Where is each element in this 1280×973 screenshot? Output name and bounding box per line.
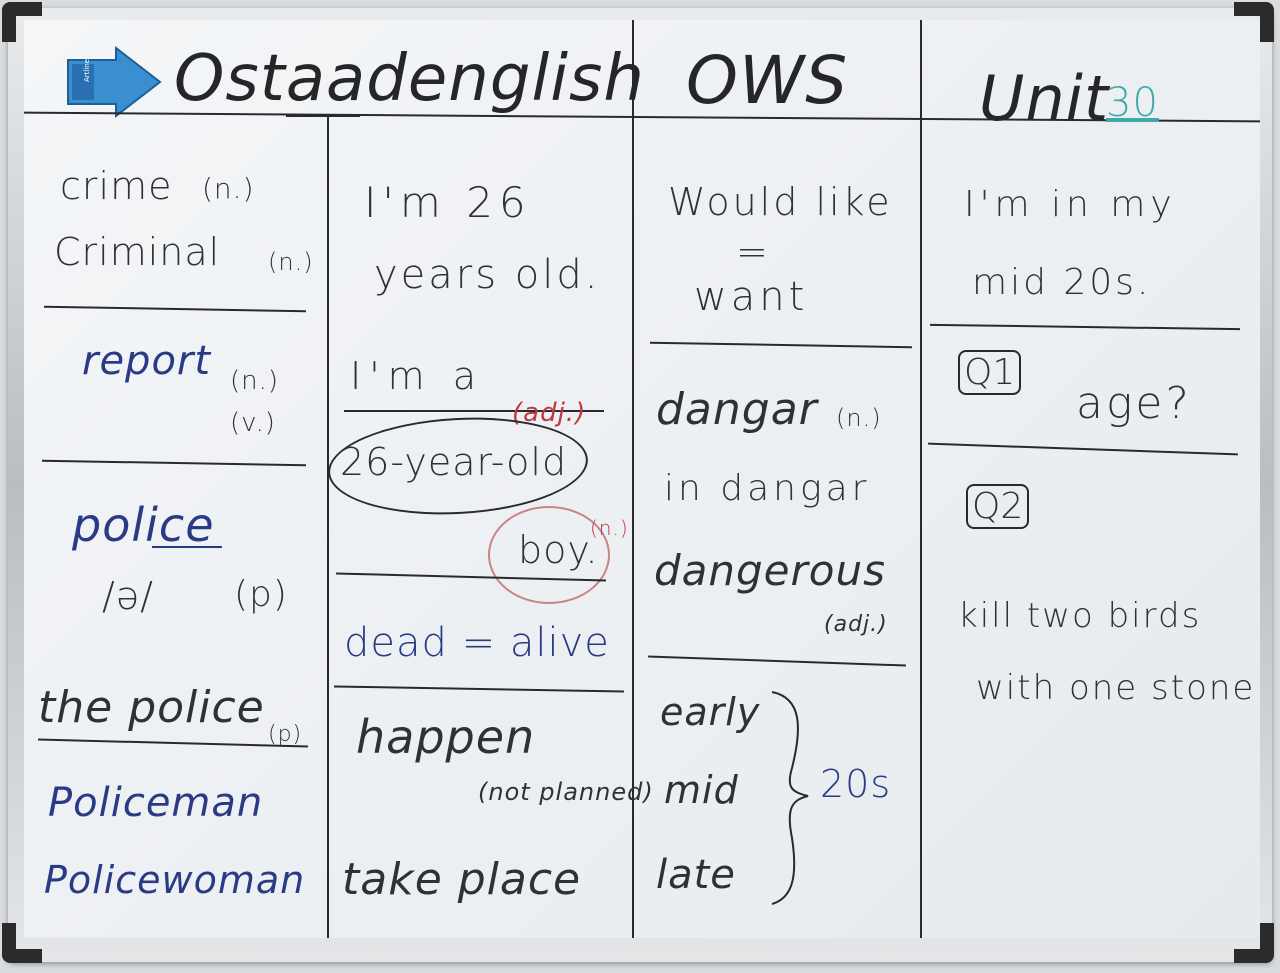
phonetic-schwa: /ə/ [102, 574, 154, 618]
not-planned-note: (not planned) [478, 778, 654, 806]
whiteboard-surface: Artline Ostaadenglish OWS Unit 30 crime … [24, 20, 1260, 938]
antonym-dead-alive: dead = alive [344, 620, 610, 666]
word-early: early [660, 690, 761, 734]
word-happen: happen [356, 710, 536, 764]
dangerous-pos: (adj.) [824, 612, 888, 637]
sentence-im-a: I'm a [350, 354, 485, 398]
question-1-label: Q1 [958, 350, 1022, 395]
phrase-take-place: take place [342, 854, 582, 905]
board-title: Ostaadenglish [174, 42, 645, 116]
word-policeman: Policeman [48, 780, 264, 826]
question-1-text: age? [1076, 378, 1192, 429]
sentence-years-old: years old. [374, 252, 601, 298]
col3-divider-1 [650, 341, 912, 349]
boy-noun-label: (n.) [590, 516, 629, 540]
col4-divider-1 [930, 323, 1240, 331]
blank-line [344, 410, 604, 412]
the-police-plural-mark: (p) [268, 722, 303, 747]
word-want: want [694, 274, 809, 320]
word-report: report [82, 338, 212, 384]
col2-divider-2 [334, 685, 624, 693]
dangar-pos: (n.) [836, 404, 882, 432]
phrase-would-like: Would like [668, 180, 893, 224]
sentence-im-26: I'm 26 [364, 178, 532, 227]
idiom-line-1: kill two birds [958, 596, 1202, 636]
col1-divider-1 [44, 305, 306, 313]
sentence-mid-20s: mid 20s. [972, 262, 1152, 303]
sentence-im-in-my: I'm in my [964, 184, 1177, 225]
age-twenties: 20s [820, 762, 892, 806]
board-center-title: OWS [686, 42, 849, 119]
eraser-brand: Artline [83, 59, 91, 82]
word-late: late [656, 852, 736, 898]
col1-divider-2 [42, 459, 306, 467]
word-dangerous: dangerous [654, 546, 886, 595]
idiom-line-2: with one stone [976, 668, 1256, 708]
word-policewoman: Policewoman [44, 858, 306, 902]
police-plural-mark: (p) [234, 574, 288, 615]
question-2-label: Q2 [966, 484, 1030, 529]
column-divider-3 [920, 20, 922, 938]
column-divider-1 [327, 116, 329, 938]
unit-number: 30 [1106, 80, 1159, 126]
title-underline [286, 114, 360, 117]
word-boy: boy. [518, 528, 599, 572]
police-underline [152, 546, 222, 548]
word-police: police [72, 498, 215, 552]
adjective-label: (adj.) [512, 398, 587, 428]
unit-label: Unit [979, 62, 1110, 135]
word-mid: mid [664, 768, 739, 812]
compound-adjective: 26-year-old [340, 440, 568, 484]
boy-circle [488, 506, 610, 604]
column-divider-2 [632, 20, 634, 938]
report-pos-noun: (n.) [230, 366, 280, 396]
col4-divider-2 [928, 442, 1238, 456]
report-pos-verb: (v.) [230, 408, 276, 438]
eraser-arrow-icon: Artline [67, 46, 162, 118]
col3-divider-2 [648, 655, 906, 667]
equals-sign: = [736, 230, 769, 274]
word-crime: crime [60, 164, 173, 208]
phrase-the-police: the police [38, 682, 265, 733]
phrase-in-dangar: in dangar [664, 468, 871, 509]
word-dangar: dangar [656, 384, 818, 435]
curly-brace-icon [771, 691, 809, 905]
word-criminal: Criminal [54, 230, 221, 274]
crime-pos: (n.) [202, 172, 255, 205]
criminal-pos: (n.) [268, 248, 314, 276]
